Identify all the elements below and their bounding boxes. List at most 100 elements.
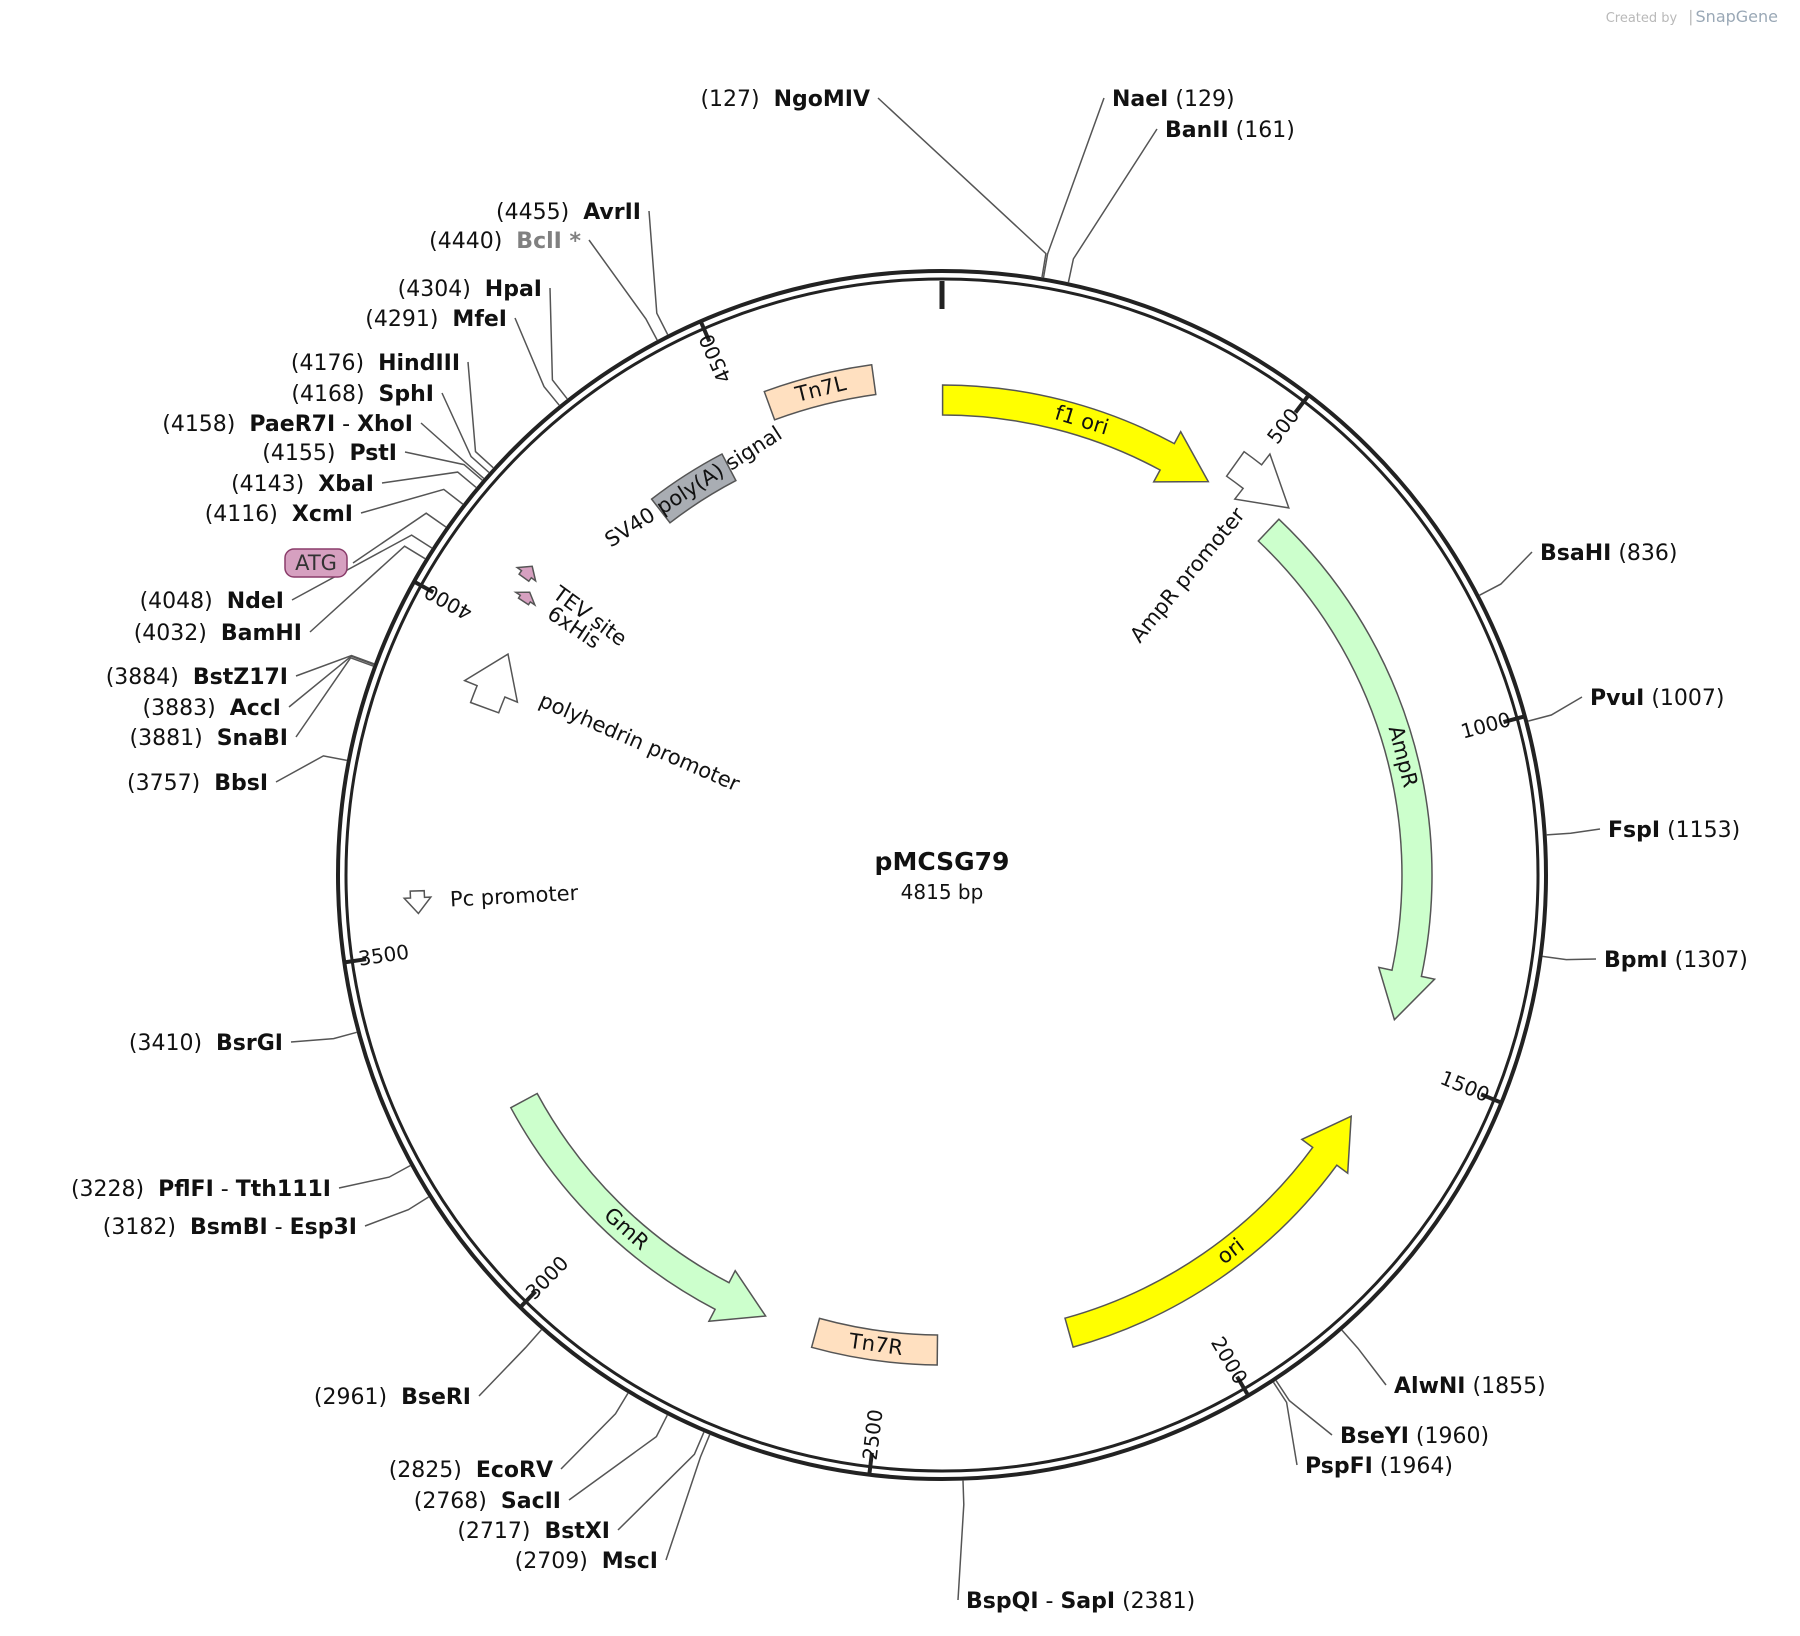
feature-tn7r: Tn7R — [810, 1317, 939, 1366]
site-label: (4455) AvrII — [496, 200, 641, 225]
site-name: XbaI — [318, 472, 374, 497]
tick-mark — [867, 1452, 874, 1475]
site-msci: (2709) MscI — [515, 1434, 711, 1574]
site-leader — [360, 488, 464, 514]
site-name: NaeI — [1112, 87, 1168, 112]
site-leader — [441, 392, 490, 474]
snapgene-logo-icon: ▕ — [1681, 11, 1692, 26]
feature-f1-ori: f1 ori — [941, 384, 1210, 483]
site-name: FspI — [1608, 818, 1660, 843]
site-name: PvuI — [1590, 686, 1644, 711]
site-name: BclI * — [516, 229, 581, 254]
site-avrii: (4455) AvrII — [496, 200, 669, 335]
site-leader — [1341, 1329, 1387, 1386]
site-label: (2768) SacII — [414, 1489, 561, 1514]
site-separator: - — [335, 412, 357, 437]
site-spacer — [176, 1215, 190, 1240]
site-banii: BanII (161) — [1067, 118, 1295, 283]
site-label: (3182) BsmBI - Esp3I — [103, 1215, 357, 1240]
site-pos: (129) — [1175, 87, 1234, 112]
site-bsahi: BsaHI (836) — [1479, 541, 1677, 596]
site-pos: (4143) — [231, 472, 304, 497]
site-spacer — [365, 382, 379, 407]
site-label: (4176) HindIII — [291, 351, 460, 376]
site-name: EcoRV — [476, 1458, 553, 1483]
site-name: BstZ17I — [193, 665, 288, 690]
site-leader — [381, 471, 477, 488]
site-name: BamHI — [221, 621, 302, 646]
site-label: (3884) BstZ17I — [106, 665, 288, 690]
site-pos: (1153) — [1667, 818, 1740, 843]
site-pos: (4158) — [162, 412, 235, 437]
backbone-outer-ring — [336, 269, 1548, 1481]
site-pspfi: PspFI (1964) — [1272, 1381, 1453, 1479]
site-leader — [568, 1414, 668, 1501]
site-label: AlwNI (1855) — [1394, 1374, 1546, 1399]
feature-shape — [402, 889, 433, 915]
site-spacer — [207, 621, 221, 646]
tick-mark — [1480, 1092, 1503, 1105]
site-label: PspFI (1964) — [1305, 1454, 1453, 1479]
site-label: (127) NgoMIV — [700, 87, 870, 112]
site-pos: (1855) — [1473, 1374, 1546, 1399]
tick-label: 4500 — [694, 330, 736, 386]
site-pos: (4032) — [134, 621, 207, 646]
site-leader — [1546, 828, 1601, 836]
feature-shape — [509, 1092, 767, 1323]
site-separator: - — [268, 1215, 290, 1240]
site-leader — [338, 1164, 411, 1189]
site-bpmi: BpmI (1307) — [1542, 948, 1748, 973]
site-spacer — [530, 1519, 544, 1544]
site-name: MscI — [602, 1549, 658, 1574]
site-atg: ATG — [284, 512, 447, 578]
site-bamhi: (4032) BamHI — [134, 545, 426, 646]
tick-mark — [698, 320, 712, 343]
site-separator — [1409, 1424, 1416, 1449]
site-name: PaeR7I — [249, 412, 335, 437]
site-pos: (4176) — [291, 351, 364, 376]
tick-label: 4000 — [420, 579, 476, 625]
site-leader — [1067, 128, 1158, 283]
site-ecorv: (2825) EcoRV — [389, 1392, 629, 1483]
site-separator — [1644, 686, 1651, 711]
site-leader — [560, 1392, 629, 1470]
feature-pc-promoter: Pc promoter — [402, 881, 579, 915]
site-spacer — [144, 1177, 158, 1202]
site-name: BseYI — [1340, 1424, 1409, 1449]
site-bbsi: (3757) BbsI — [127, 755, 348, 796]
site-leader — [957, 1480, 965, 1601]
site-name: SacII — [501, 1489, 561, 1514]
site-label: (4048) NdeI — [140, 589, 284, 614]
site-name: BanII — [1165, 118, 1229, 143]
restriction-sites: (127) NgoMIV NaeI (129) BanII (161) BsaHI (… — [71, 87, 1748, 1614]
site-leader — [295, 656, 374, 738]
atg-label: ATG — [295, 551, 337, 575]
site-leader — [275, 755, 348, 783]
site-name: PstI — [349, 441, 397, 466]
site-acci: (3883) AccI — [143, 655, 374, 721]
site-label: (4116) XcmI — [205, 502, 353, 527]
tick-label: 3500 — [357, 940, 411, 971]
site-pos: (3881) — [130, 726, 203, 751]
site-name: NdeI — [227, 589, 284, 614]
site-label: (4168) SphI — [291, 382, 434, 407]
site-pos: (1007) — [1651, 686, 1724, 711]
site-spacer — [487, 1489, 501, 1514]
site-psti: (4155) PstI — [262, 441, 483, 481]
site-leader — [352, 512, 447, 564]
feature-label: AmpR promoter — [1125, 503, 1250, 647]
site-label: (4291) MfeI — [365, 307, 507, 332]
site-name: NgoMIV — [774, 87, 870, 112]
site-name: AlwNI — [1394, 1374, 1466, 1399]
site-leader — [648, 210, 669, 335]
site-separator — [1168, 87, 1175, 112]
site-alwni: AlwNI (1855) — [1341, 1329, 1546, 1399]
site-separator — [1373, 1454, 1380, 1479]
site-hpai: (4304) HpaI — [398, 277, 568, 400]
tick-mark — [1235, 1375, 1251, 1397]
site-spacer — [213, 589, 227, 614]
site-pos: (836) — [1618, 541, 1677, 566]
site-fspi: FspI (1153) — [1546, 818, 1740, 843]
site-leader — [295, 654, 375, 677]
site-name: AccI — [230, 696, 281, 721]
